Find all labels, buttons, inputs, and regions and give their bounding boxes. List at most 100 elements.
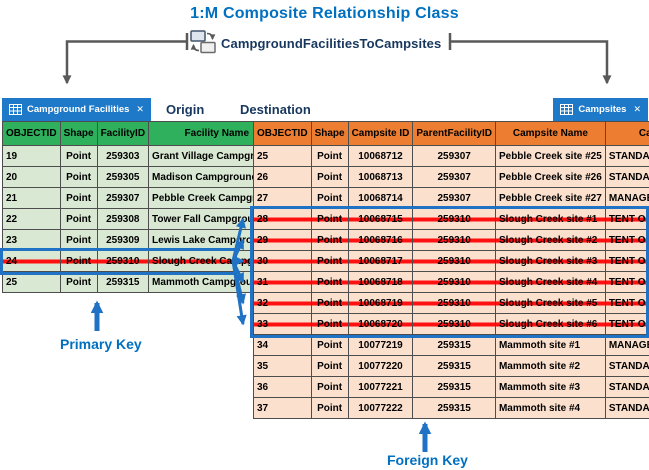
table-cell: 10068712	[347, 145, 414, 167]
column-header[interactable]: Campsite Name	[494, 121, 606, 146]
table-cell: 259307	[412, 166, 496, 188]
table-cell: 25	[253, 145, 312, 167]
table-cell: 259315	[96, 271, 150, 293]
table-cell: 259315	[412, 376, 496, 398]
table-cell: TENT ONLY NONELECTRIC	[604, 292, 649, 314]
table-cell: Point	[310, 208, 349, 230]
table-cell: Point	[310, 229, 349, 251]
table-cell: Point	[310, 355, 349, 377]
table-cell: Slough Creek site #4	[494, 271, 606, 293]
column-header[interactable]: FacilityID	[96, 121, 150, 146]
table-cell: 30	[253, 250, 312, 272]
table-cell: Pebble Creek Campground	[148, 187, 286, 209]
table-cell: 10068713	[347, 166, 414, 188]
table-cell: 259310	[412, 313, 496, 335]
table-cell: Slough Creek site #1	[494, 208, 606, 230]
table-cell: 10077222	[347, 397, 414, 419]
column-header[interactable]: OBJECTID	[253, 121, 312, 146]
table-cell: 10077220	[347, 355, 414, 377]
table-cell: MANAGEMENT	[604, 187, 649, 209]
column-header[interactable]: OBJECTID	[2, 121, 61, 146]
table-cell: TENT ONLY NONELECTRIC	[604, 229, 649, 251]
tab-label: Campsites	[578, 104, 627, 115]
table-cell: 259310	[96, 250, 150, 272]
table-cell: 10077219	[347, 334, 414, 356]
table-cell: Point	[59, 166, 98, 188]
table-cell: STANDARD NONELECTRIC	[604, 376, 649, 398]
table-cell: 259305	[96, 166, 150, 188]
table-cell: 259310	[412, 250, 496, 272]
table-cell: 10068714	[347, 187, 414, 209]
table-cell: Mammoth site #2	[494, 355, 606, 377]
table-cell: 33	[253, 313, 312, 335]
table-cell: 27	[253, 187, 312, 209]
table-cell: 34	[253, 334, 312, 356]
table-cell: 21	[2, 187, 61, 209]
table-cell: TENT ONLY NONELECTRIC	[604, 313, 649, 335]
table-cell: TENT ONLY NONELECTRIC	[604, 271, 649, 293]
column-header[interactable]: Campsite Type	[604, 121, 649, 146]
table-cell: 259315	[412, 334, 496, 356]
close-icon[interactable]: ✕	[136, 104, 144, 114]
table-cell: 259307	[96, 187, 150, 209]
table-cell: TENT ONLY NONELECTRIC	[604, 208, 649, 230]
table-cell: Point	[310, 397, 349, 419]
table-cell: 10068717	[347, 250, 414, 272]
table-cell: Point	[310, 334, 349, 356]
table-cell: Point	[310, 166, 349, 188]
table-cell: Point	[310, 145, 349, 167]
table-cell: Point	[59, 145, 98, 167]
table-cell: Point	[59, 187, 98, 209]
table-cell: 26	[253, 166, 312, 188]
table-cell: Mammoth site #4	[494, 397, 606, 419]
table-cell: 10068720	[347, 313, 414, 335]
table-cell: Mammoth site #1	[494, 334, 606, 356]
tab-campground-facilities[interactable]: Campground Facilities ✕	[2, 98, 151, 121]
table-cell: 10068715	[347, 208, 414, 230]
table-cell: STANDARD NONELECTRIC	[604, 166, 649, 188]
table-cell: 259310	[412, 292, 496, 314]
column-header[interactable]: Campsite ID	[347, 121, 414, 146]
column-header[interactable]: ParentFacilityID	[412, 121, 496, 146]
table-cell: STANDARD NONELECTRIC	[604, 397, 649, 419]
table-cell: STANDARD NONELECTRIC	[604, 355, 649, 377]
table-cell: 259315	[412, 355, 496, 377]
close-icon[interactable]: ✕	[633, 104, 641, 114]
table-cell: 36	[253, 376, 312, 398]
relationship-class-name: CampgroundFacilitiesToCampsites	[221, 36, 442, 51]
table-cell: 10068718	[347, 271, 414, 293]
table-cell: 259310	[412, 208, 496, 230]
column-header[interactable]: Shape	[59, 121, 98, 146]
table-cell: 22	[2, 208, 61, 230]
tab-campsites[interactable]: Campsites ✕	[553, 98, 648, 121]
destination-label: Destination	[240, 102, 311, 117]
table-cell: 20	[2, 166, 61, 188]
column-header[interactable]: Shape	[310, 121, 349, 146]
table-cell: Pebble Creek site #26	[494, 166, 606, 188]
table-cell: 29	[253, 229, 312, 251]
